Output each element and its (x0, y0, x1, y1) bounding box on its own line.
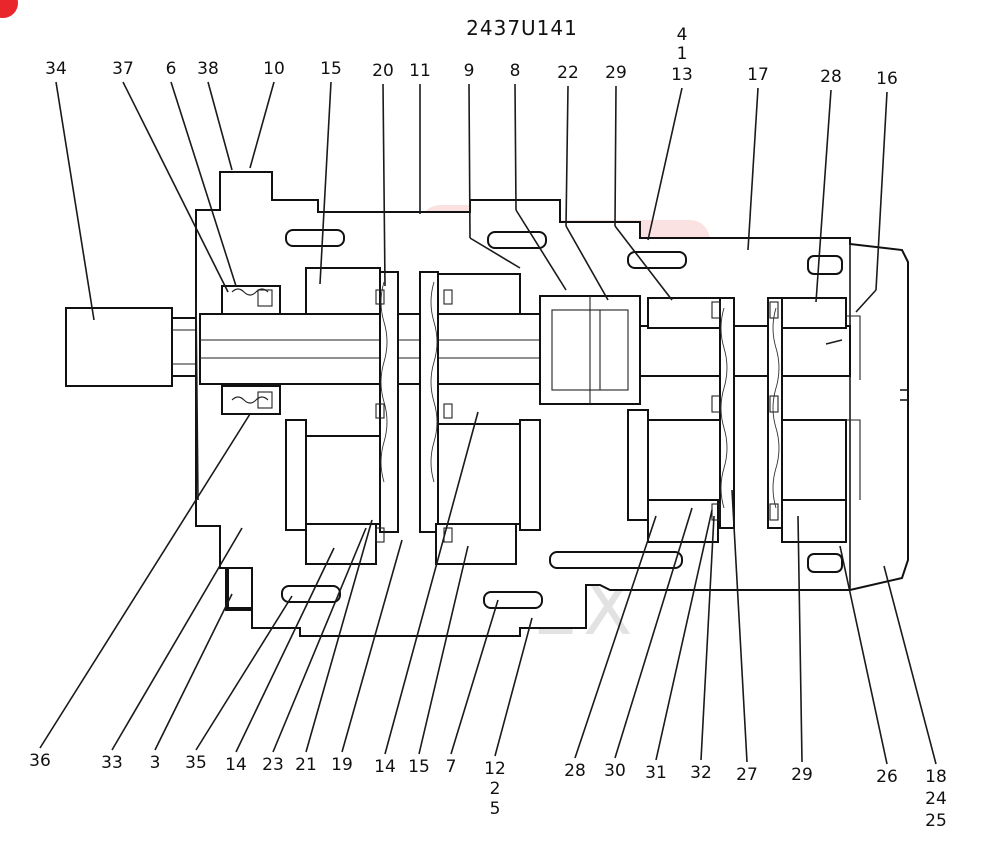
leader-lines-bottom (39, 411, 937, 765)
diagram-title: 2437U141 (466, 16, 578, 40)
label-36: 36 (29, 751, 51, 771)
label-3: 3 (150, 753, 161, 773)
label-31: 31 (645, 763, 667, 783)
label-20: 20 (372, 61, 394, 81)
label-24: 24 (925, 789, 947, 809)
label-34: 34 (45, 59, 67, 79)
label-32: 32 (690, 763, 712, 783)
drive-shaft (65, 307, 203, 387)
label-29-bottom: 29 (791, 765, 813, 785)
label-33: 33 (101, 753, 123, 773)
label-28-bottom: 28 (564, 761, 586, 781)
label-28-top: 28 (820, 67, 842, 87)
label-6: 6 (166, 59, 177, 79)
label-2: 2 (490, 779, 501, 799)
label-14-b: 14 (374, 757, 396, 777)
label-14-a: 14 (225, 755, 247, 775)
dowel-pins (227, 229, 843, 609)
bottom-labels: 36 33 3 35 14 23 21 19 14 15 7 12 2 5 28… (29, 751, 947, 831)
shaft-seal (221, 285, 281, 415)
label-26: 26 (876, 767, 898, 787)
label-10: 10 (263, 59, 285, 79)
label-35: 35 (185, 753, 207, 773)
label-21: 21 (295, 755, 317, 775)
leader-lines-top (55, 81, 888, 345)
label-25: 25 (925, 811, 947, 831)
label-23: 23 (262, 755, 284, 775)
label-13: 13 (671, 65, 693, 85)
coupling-sleeve (539, 295, 641, 405)
label-5: 5 (490, 799, 501, 819)
label-1: 1 (677, 44, 688, 64)
front-gear-section (285, 267, 541, 565)
label-12: 12 (484, 759, 506, 779)
corner-badge (0, 0, 18, 18)
label-22: 22 (557, 63, 579, 83)
label-4: 4 (677, 25, 688, 45)
label-29-top: 29 (605, 63, 627, 83)
top-labels: 34 37 6 38 10 15 20 11 9 8 22 29 4 1 13 … (45, 25, 898, 89)
label-8: 8 (510, 61, 521, 81)
label-17: 17 (747, 65, 769, 85)
label-27: 27 (736, 765, 758, 785)
label-37: 37 (112, 59, 134, 79)
label-18: 18 (925, 767, 947, 787)
label-15: 15 (320, 59, 342, 79)
label-7: 7 (446, 757, 457, 777)
label-30: 30 (604, 761, 626, 781)
label-38: 38 (197, 59, 219, 79)
label-11: 11 (409, 61, 431, 81)
label-15-bottom: 15 (408, 757, 430, 777)
label-19: 19 (331, 755, 353, 775)
label-16: 16 (876, 69, 898, 89)
label-9: 9 (464, 61, 475, 81)
